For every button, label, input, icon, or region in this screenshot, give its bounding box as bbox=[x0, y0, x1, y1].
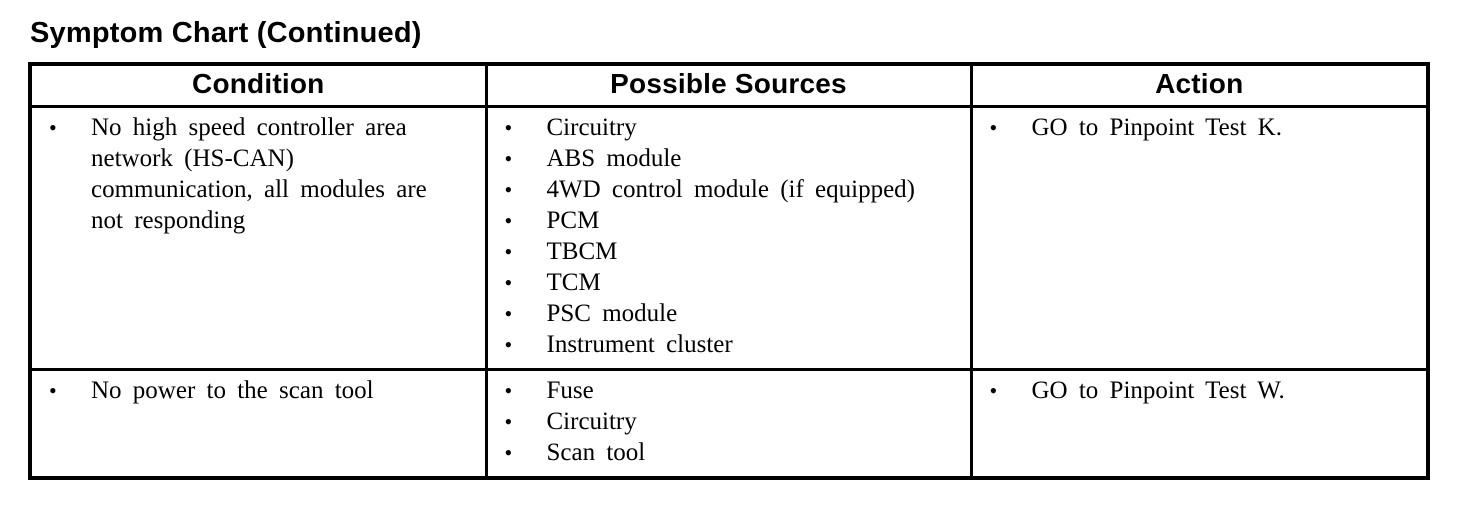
source-text: PCM bbox=[546, 207, 600, 234]
list-item: • Circuitry bbox=[488, 406, 970, 437]
list-item: • GO to Pinpoint Test K. bbox=[973, 112, 1427, 143]
source-text: Circuitry bbox=[546, 408, 637, 435]
source-text: Instrument cluster bbox=[546, 331, 733, 358]
bullet-icon: • bbox=[989, 378, 998, 403]
bullet-list: • Fuse • Circuitry • Scan tool bbox=[488, 375, 970, 468]
list-item: • PCM bbox=[488, 205, 970, 236]
bullet-icon: • bbox=[504, 332, 513, 357]
bullet-icon: • bbox=[49, 115, 57, 140]
bullet-icon: • bbox=[989, 115, 998, 140]
condition-cell: • No power to the scan tool bbox=[28, 368, 488, 480]
source-text: 4WD control module (if equipped) bbox=[546, 176, 916, 203]
action-cell: • GO to Pinpoint Test W. bbox=[969, 368, 1430, 480]
table-row: • No high speed controller area network … bbox=[28, 105, 1430, 371]
bullet-icon: • bbox=[504, 440, 513, 465]
condition-cell: • No high speed controller area network … bbox=[28, 105, 488, 371]
list-item: • No power to the scan tool bbox=[32, 375, 485, 406]
source-text: Scan tool bbox=[546, 439, 646, 466]
list-item: • 4WD control module (if equipped) bbox=[488, 174, 970, 205]
bullet-icon: • bbox=[49, 378, 57, 403]
condition-text: No power to the scan tool bbox=[91, 377, 374, 404]
list-item: • ABS module bbox=[488, 143, 970, 174]
bullet-icon: • bbox=[504, 409, 513, 434]
bullet-list: • GO to Pinpoint Test W. bbox=[973, 375, 1427, 406]
list-item: • Fuse bbox=[488, 375, 970, 406]
column-header-possible-sources: Possible Sources bbox=[484, 62, 973, 108]
bullet-list: • GO to Pinpoint Test K. bbox=[973, 112, 1427, 143]
bullet-icon: • bbox=[504, 239, 513, 264]
action-text: GO to Pinpoint Test W. bbox=[1031, 377, 1285, 404]
list-item: • PSC module bbox=[488, 298, 970, 329]
source-text: ABS module bbox=[546, 145, 682, 172]
action-text: GO to Pinpoint Test K. bbox=[1031, 114, 1282, 141]
bullet-icon: • bbox=[504, 208, 513, 233]
list-item: • Circuitry bbox=[488, 112, 970, 143]
source-text: TCM bbox=[546, 269, 601, 296]
list-item: • Instrument cluster bbox=[488, 329, 970, 360]
possible-sources-cell: • Fuse • Circuitry • Scan tool bbox=[484, 368, 973, 480]
bullet-list: • Circuitry • ABS module • 4WD control m… bbox=[488, 112, 970, 360]
bullet-icon: • bbox=[504, 378, 513, 403]
list-item: • TBCM bbox=[488, 236, 970, 267]
bullet-icon: • bbox=[504, 270, 513, 295]
bullet-list: • No high speed controller area network … bbox=[32, 112, 485, 236]
column-header-action: Action bbox=[969, 62, 1430, 108]
bullet-icon: • bbox=[504, 146, 513, 171]
column-header-condition: Condition bbox=[28, 62, 488, 108]
bullet-icon: • bbox=[504, 301, 513, 326]
list-item: • TCM bbox=[488, 267, 970, 298]
source-text: PSC module bbox=[546, 300, 678, 327]
bullet-list: • No power to the scan tool bbox=[32, 375, 485, 406]
page-title: Symptom Chart (Continued) bbox=[30, 17, 422, 49]
condition-text: No high speed controller area network (H… bbox=[91, 114, 427, 234]
bullet-icon: • bbox=[504, 115, 513, 140]
list-item: • GO to Pinpoint Test W. bbox=[973, 375, 1427, 406]
possible-sources-cell: • Circuitry • ABS module • 4WD control m… bbox=[484, 105, 973, 371]
source-text: Fuse bbox=[546, 377, 594, 404]
source-text: TBCM bbox=[546, 238, 618, 265]
action-cell: • GO to Pinpoint Test K. bbox=[969, 105, 1430, 371]
list-item: • Scan tool bbox=[488, 437, 970, 468]
bullet-icon: • bbox=[504, 177, 513, 202]
list-item: • No high speed controller area network … bbox=[32, 112, 485, 236]
symptom-table: Condition Possible Sources Action • No h… bbox=[28, 62, 1430, 480]
table-row: • No power to the scan tool • Fuse • C bbox=[28, 368, 1430, 480]
header-row: Condition Possible Sources Action bbox=[28, 62, 1430, 108]
source-text: Circuitry bbox=[546, 114, 637, 141]
